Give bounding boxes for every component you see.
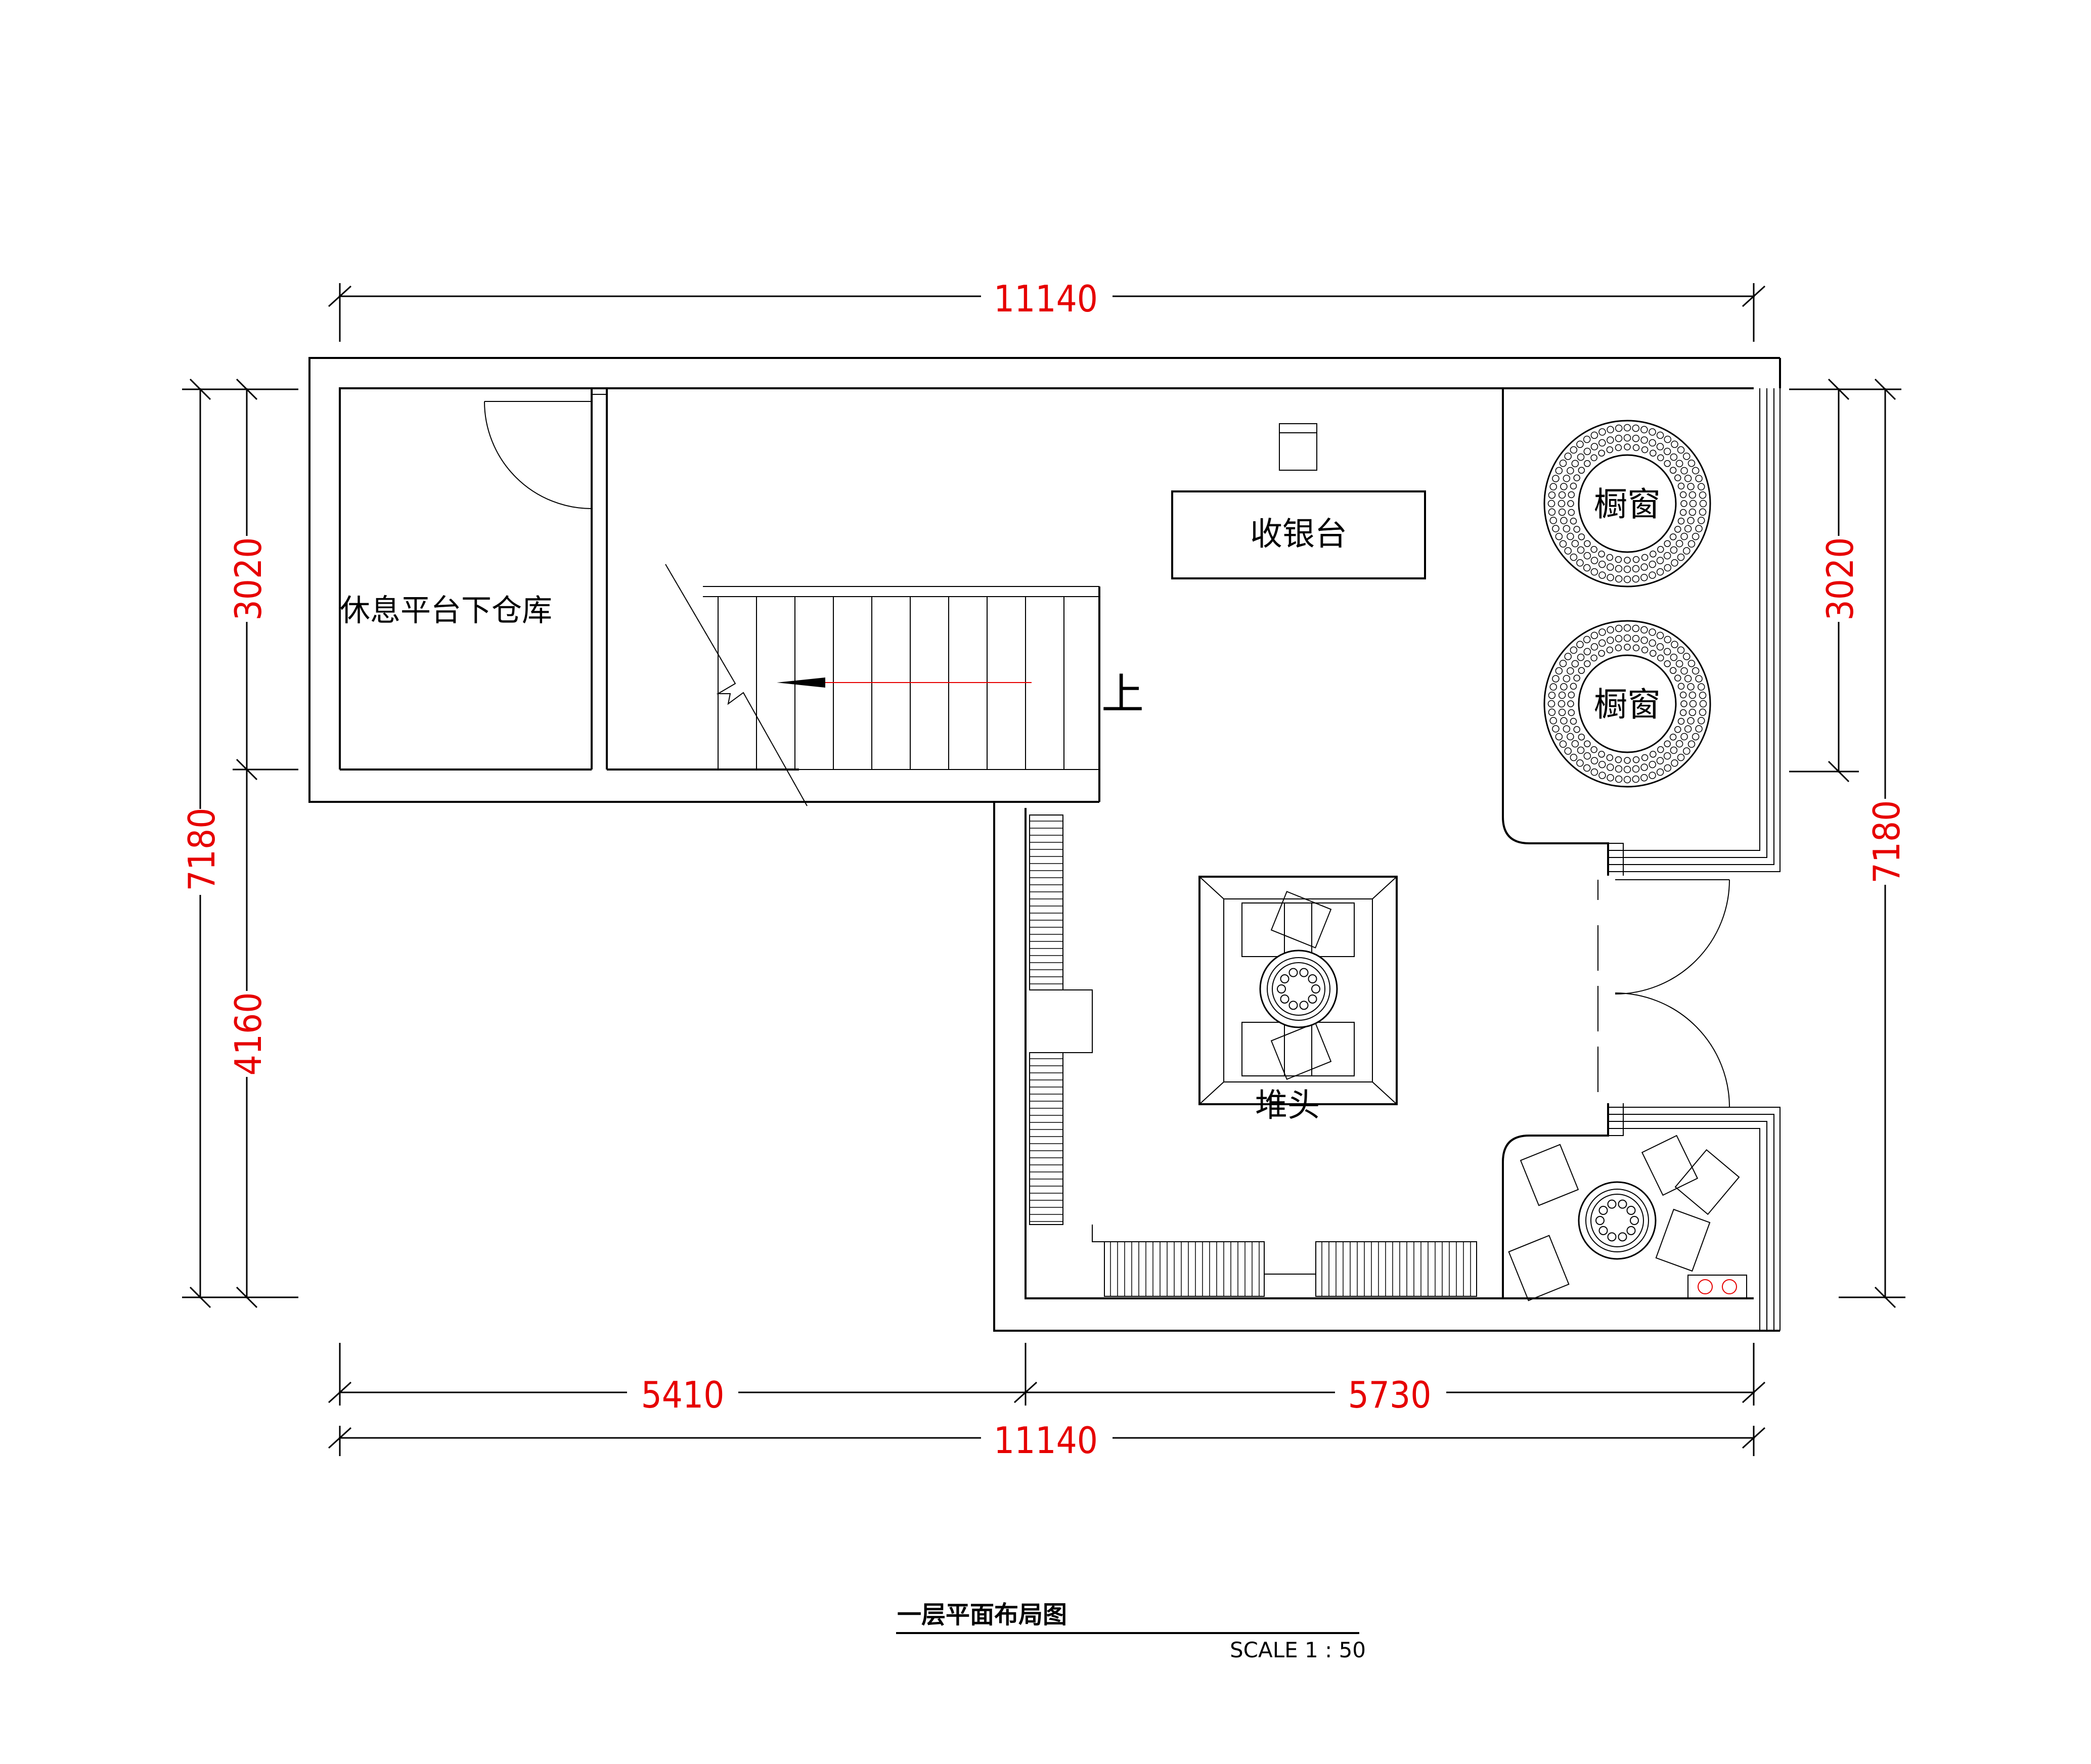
window-display-label-1: 橱窗 — [1594, 485, 1661, 524]
stack-display-label: 堆头 — [1255, 1087, 1320, 1124]
staircase — [665, 564, 1099, 806]
top-total-dimension: 11140 — [994, 278, 1098, 320]
right-upper-dimension: 3020 — [1819, 537, 1861, 621]
storage-label: 休息平台下仓库 — [340, 593, 552, 628]
cashier-counter — [1171, 490, 1426, 579]
window-display-label-2: 橱窗 — [1594, 685, 1661, 724]
right-total-dimension: 7180 — [1865, 800, 1908, 884]
title-block: 一层平面布局图 SCALE 1 : 50 — [896, 1601, 1366, 1662]
left-lower-dimension: 4160 — [227, 992, 270, 1076]
stair-up-label: 上 — [1101, 669, 1144, 719]
lounge-area — [1502, 1103, 1781, 1331]
top-dimension: 11140 — [328, 273, 1766, 342]
bottom-dimensions: 5410 5730 11140 — [328, 1343, 1766, 1462]
cashier-label: 收银台 — [1250, 516, 1347, 553]
window-display-disc — [1543, 420, 1711, 587]
left-total-dimension: 7180 — [181, 808, 223, 891]
wall-shelving — [1029, 815, 1477, 1297]
bottom-left-dimension: 5410 — [641, 1374, 725, 1416]
right-dimensions: 3020 7180 — [1789, 378, 1908, 1308]
cashier-area — [1171, 423, 1426, 579]
bottom-total-dimension: 11140 — [994, 1419, 1098, 1462]
exterior-walls — [308, 357, 1781, 1332]
bottom-right-dimension: 5730 — [1348, 1374, 1432, 1416]
display-window-area — [1502, 388, 1781, 876]
window-display-disc — [1543, 620, 1711, 788]
storage-door — [484, 394, 607, 509]
round-table — [1259, 949, 1338, 1028]
drawing-title: 一层平面布局图 — [897, 1601, 1067, 1629]
entrance-double-door — [1597, 879, 1730, 1108]
stack-display — [1198, 876, 1398, 1105]
round-table — [1578, 1181, 1657, 1260]
left-dimensions: 7180 3020 4160 — [177, 378, 298, 1308]
drawing-scale: SCALE 1 : 50 — [1230, 1638, 1366, 1662]
left-upper-dimension: 3020 — [227, 537, 270, 621]
